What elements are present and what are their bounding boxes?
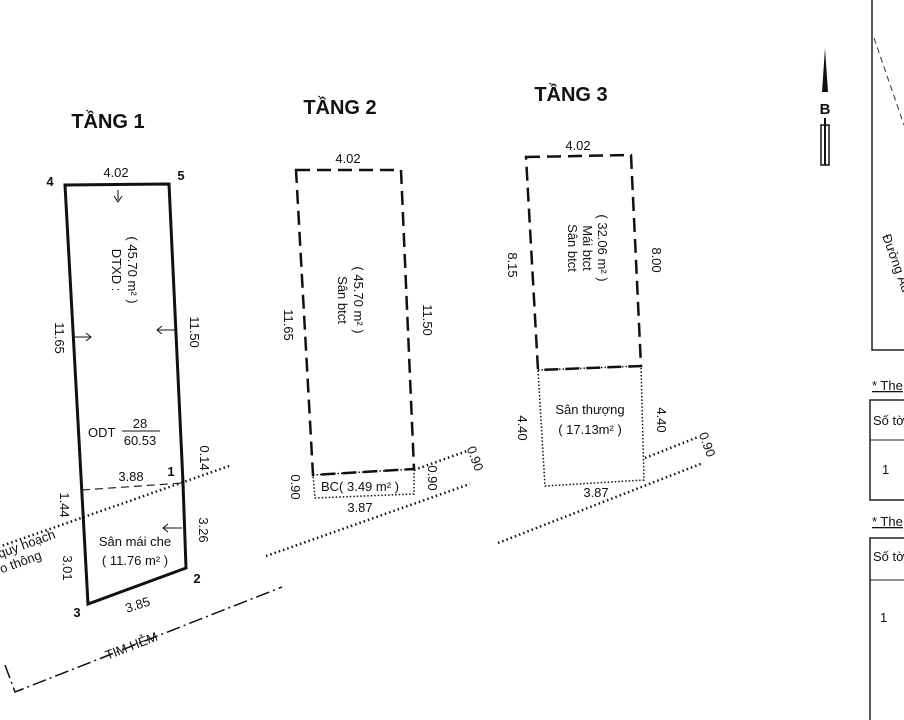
dim-terrace-width: 3.87 — [583, 485, 608, 500]
balcony-label: BC( 3.49 m² ) — [321, 479, 399, 494]
dim-right-seg: 3.26 — [196, 517, 211, 542]
area-label: DTXD : — [109, 249, 124, 292]
terrace-label: Sân thượng — [555, 402, 624, 417]
floor3-outline — [524, 153, 643, 372]
arrow-right-icon — [72, 332, 92, 342]
land-type: ODT — [88, 425, 116, 440]
location-map-boundary — [873, 37, 904, 126]
corner-2: 2 — [193, 571, 200, 586]
covered-yard-area: ( 11.76 m² ) — [102, 553, 168, 568]
dim-lower-left: 3.01 — [60, 555, 75, 580]
table1-cell: 1 — [882, 462, 889, 477]
dim-right: 11.50 — [420, 304, 435, 336]
balcony-outline — [312, 468, 415, 499]
dim-cut: 3.88 — [118, 469, 143, 484]
dim-setback: 0.90 — [464, 444, 487, 473]
terrace-area: ( 17.13m² ) — [558, 422, 622, 437]
table1 — [869, 399, 904, 501]
table2-heading: * The — [872, 514, 903, 529]
corner-3: 3 — [73, 605, 80, 620]
dim-top: 4.02 — [335, 151, 360, 166]
alley-center-line — [4, 586, 283, 693]
table2-cell: 1 — [880, 610, 887, 625]
road-label: Đường Âu Cơ — [879, 232, 904, 315]
dim-balcony-left: 0.90 — [288, 474, 303, 499]
parcel-number: 28 — [133, 416, 147, 431]
floor1-cut-line — [81, 482, 184, 491]
boundary-line — [265, 482, 471, 558]
terrace-outline — [537, 365, 645, 487]
area-value: ( 45.70 m² ) — [125, 236, 140, 303]
covered-yard-label: Sân mái che — [99, 534, 171, 549]
dim-right: 8.00 — [649, 247, 664, 272]
arrow-left-icon — [156, 325, 176, 335]
table2 — [869, 537, 904, 720]
dim-balcony-right: 0.90 — [425, 465, 440, 490]
dim-offset: 0.14 — [197, 445, 212, 470]
dim-top: 4.02 — [565, 138, 590, 153]
slab-label: Sân btct — [335, 276, 350, 324]
dim-left: 11.65 — [281, 309, 296, 341]
location-map-frame — [871, 0, 904, 351]
slab-label: Sân btct — [565, 224, 580, 272]
table1-heading: * The — [872, 378, 903, 393]
north-label: B — [820, 101, 831, 118]
slab-area: ( 32.06 m² ) — [595, 214, 610, 281]
alley-center-label: TIM HẺM — [103, 629, 160, 663]
roof-label: Mái btct — [580, 225, 595, 271]
arrow-down-icon — [113, 190, 123, 203]
parcel-area: 60.53 — [124, 433, 157, 448]
floor2-title: TẦNG 2 — [303, 96, 376, 119]
dim-top: 4.02 — [103, 165, 128, 180]
floor1-title: TẦNG 1 — [71, 110, 144, 133]
dim-terrace-left: 4.40 — [515, 415, 530, 440]
corner-4: 4 — [46, 174, 54, 189]
dim-right: 11.50 — [187, 316, 202, 348]
floor1-outline — [63, 182, 188, 607]
arrow-left-icon — [162, 523, 182, 533]
setback-line — [413, 449, 468, 472]
dim-left: 11.65 — [52, 322, 67, 354]
corner-5: 5 — [177, 168, 184, 183]
corner-1: 1 — [167, 464, 174, 479]
dim-terrace-right: 4.40 — [654, 407, 669, 432]
dim-left: 8.15 — [505, 252, 520, 277]
setback-line — [644, 435, 699, 460]
north-arrow-icon — [820, 48, 830, 166]
dim-left-seg: 1.44 — [57, 492, 72, 517]
dim-balcony-width: 3.87 — [347, 500, 372, 515]
slab-area: ( 45.70 m² ) — [351, 266, 366, 333]
table1-header: Số tờ — [873, 413, 904, 428]
dim-bottom: 3.85 — [123, 594, 152, 616]
dim-setback: 0.90 — [696, 430, 719, 459]
boundary-line — [497, 461, 704, 545]
floor3-title: TẦNG 3 — [534, 83, 607, 106]
table2-header: Số tờ — [873, 549, 904, 564]
